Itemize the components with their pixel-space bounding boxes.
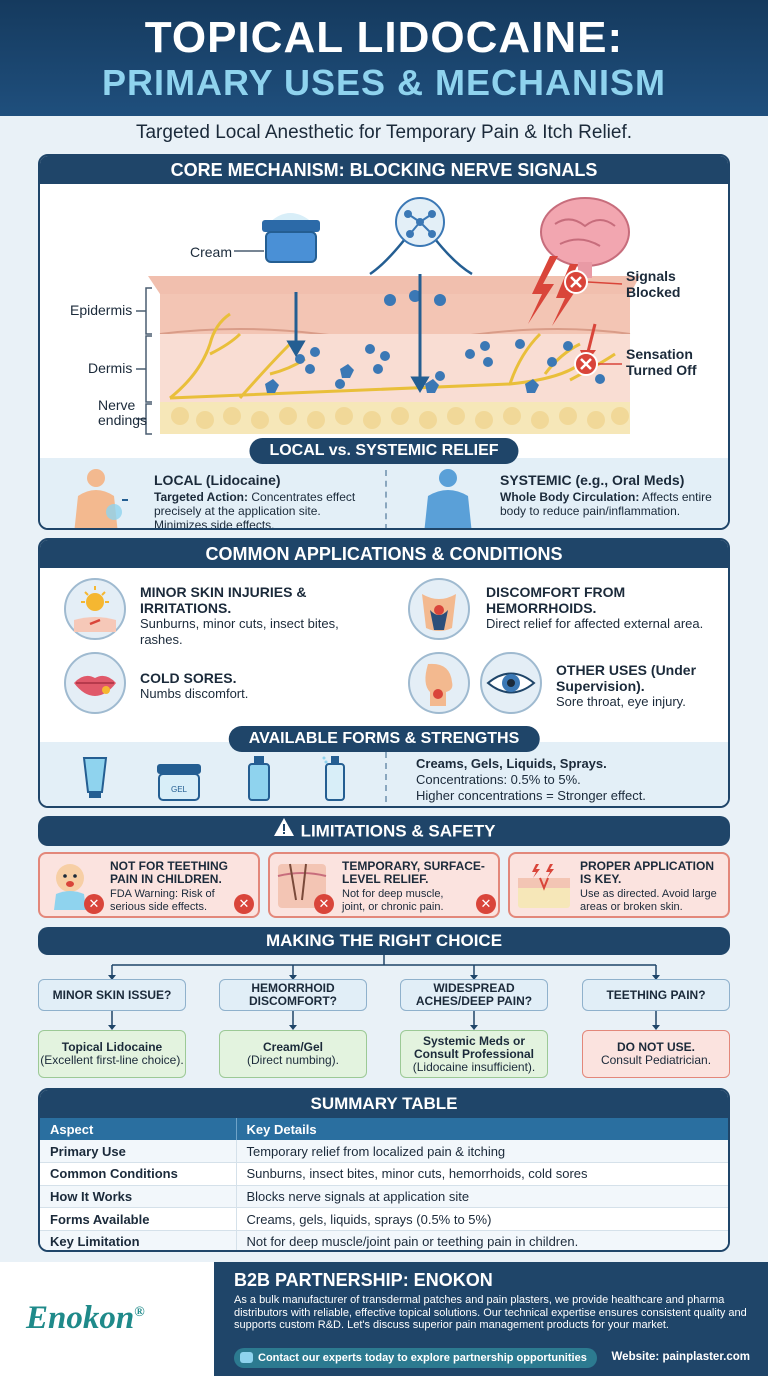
cream-jar-icon: [262, 213, 320, 263]
surface-x-icon-2: ✕: [476, 894, 496, 914]
local-relief-block: LOCAL (Lidocaine) Targeted Action: Conce…: [154, 472, 374, 528]
throat-icon: [408, 652, 470, 714]
local-body-icon: [74, 469, 128, 528]
spray-bottle-icon: [322, 756, 345, 801]
tube-icon: [82, 757, 108, 798]
summary-table-panel: SUMMARY TABLE Aspect Key Details Primary…: [38, 1088, 730, 1252]
choice-question-skin: MINOR SKIN ISSUE?: [38, 979, 186, 1011]
column-header-aspect: Aspect: [40, 1118, 237, 1140]
lidocaine-molecule-icon: [395, 197, 445, 247]
applications-heading: COMMON APPLICATIONS & CONDITIONS: [40, 540, 728, 568]
choice-answer-teething: DO NOT USE.Consult Pediatrician.: [582, 1030, 730, 1078]
header-banner: TOPICAL LIDOCAINE: PRIMARY USES & MECHAN…: [0, 0, 768, 116]
teething-x-icon: ✕: [84, 894, 104, 914]
skin-layers-icon: [277, 863, 327, 908]
choice-answer-skin: Topical Lidocaine(Excellent first-line c…: [38, 1030, 186, 1078]
dermis-label: Dermis: [88, 360, 133, 376]
forms-divider: [385, 752, 387, 802]
footer-title: B2B PARTNERSHIP: ENOKON: [234, 1270, 493, 1290]
systemic-relief-block: SYSTEMIC (e.g., Oral Meds) Whole Body Ci…: [500, 472, 722, 518]
warning-icon: [273, 817, 295, 847]
footer-body: As a bulk manufacturer of transdermal pa…: [234, 1294, 747, 1331]
website-link[interactable]: Website: painplaster.com: [611, 1351, 750, 1363]
choice-heading: MAKING THE RIGHT CHOICE: [38, 927, 730, 955]
cream-label: Cream: [190, 244, 233, 260]
sensation-turned-off-label: Sensation Turned Off: [626, 346, 697, 378]
choice-question-deep-pain: WIDESPREAD ACHES/DEEP PAIN?: [400, 979, 548, 1011]
local-vs-systemic-heading: LOCAL vs. SYSTEMIC RELIEF: [249, 438, 519, 464]
contact-experts-button[interactable]: Contact our experts today to explore par…: [234, 1348, 597, 1368]
gel-jar-icon: GEL: [157, 764, 201, 801]
nerve-endings-label: Nerve endings: [98, 397, 148, 428]
signals-blocked-badge-icon: [564, 270, 588, 294]
page-title-line-2: PRIMARY USES & MECHANISM: [101, 62, 667, 103]
choice-question-hemorrhoid: HEMORRHOID DISCOMFORT?: [219, 979, 367, 1011]
brain-icon: [540, 197, 630, 278]
broken-skin-icon: [518, 864, 570, 908]
hemorrhoid-icon: [408, 578, 470, 640]
column-header-details: Key Details: [236, 1118, 728, 1140]
applications-panel: COMMON APPLICATIONS & CONDITIONS MINOR S…: [38, 538, 730, 808]
blocked-signal-bolts: [528, 256, 578, 326]
summary-heading: SUMMARY TABLE: [40, 1090, 728, 1118]
choice-question-teething: TEETHING PAIN?: [582, 979, 730, 1011]
surface-x-icon: ✕: [314, 894, 334, 914]
page-subtitle: Targeted Local Anesthetic for Temporary …: [135, 122, 633, 143]
enokon-logo: Enokon®: [26, 1300, 145, 1336]
choice-flow-connectors: [108, 955, 660, 1030]
relief-divider: [385, 470, 387, 528]
choice-answer-deep-pain: Systemic Meds or Consult Professional(Li…: [400, 1030, 548, 1078]
baby-icon: [54, 864, 86, 910]
app-item-other-uses: OTHER USES (Under Supervision). Sore thr…: [556, 662, 697, 709]
choice-answer-hemorrhoid: Cream/Gel(Direct numbing).: [219, 1030, 367, 1078]
limitations-heading: LIMITATIONS & SAFETY: [38, 816, 730, 846]
signals-blocked-label: Signals Blocked: [626, 268, 681, 300]
sensation-off-badge-icon: [574, 352, 598, 376]
local-vs-systemic-section: LOCAL (Lidocaine) Targeted Action: Conce…: [40, 458, 728, 528]
app-item-skin-injuries: MINOR SKIN INJURIES & IRRITATIONS. Sunbu…: [140, 584, 339, 647]
limitation-card-surface: ✕ TEMPORARY, SURFACE-LEVEL RELIEF. Not f…: [268, 852, 500, 918]
svg-text:GEL: GEL: [171, 785, 188, 794]
local-title: LOCAL (Lidocaine): [154, 472, 281, 488]
systemic-body-icon: [424, 469, 472, 528]
footer-logo-area: Enokon®: [0, 1262, 214, 1376]
app-item-hemorrhoids: DISCOMFORT FROM HEMORRHOIDS. Direct reli…: [486, 584, 704, 631]
app-item-cold-sores: COLD SORES. Numbs discomfort.: [140, 670, 249, 701]
liquid-bottle-icon: [248, 756, 270, 801]
teething-x-icon-2: ✕: [234, 894, 254, 914]
sun-skin-icon: [64, 578, 126, 640]
skin-diagram: [136, 197, 640, 435]
mechanism-panel: CORE MECHANISM: BLOCKING NERVE SIGNALS: [38, 154, 730, 530]
eye-icon: [480, 652, 542, 714]
footer-partnership: B2B PARTNERSHIP: ENOKON As a bulk manufa…: [214, 1262, 768, 1376]
dermis-layer: [160, 334, 630, 404]
nerve-fibers: [169, 312, 616, 400]
mechanism-heading: CORE MECHANISM: BLOCKING NERVE SIGNALS: [40, 156, 728, 184]
forms-section: GEL Creams, Gels, Liquids, Sprays. Conce…: [40, 742, 728, 806]
chat-icon: [240, 1352, 253, 1363]
page-title: TOPICAL LIDOCAINE:: [144, 13, 624, 62]
limitation-card-application: PROPER APPLICATION IS KEY. Use as direct…: [508, 852, 730, 918]
epidermis-label: Epidermis: [70, 302, 133, 318]
forms-heading: AVAILABLE FORMS & STRENGTHS: [228, 726, 540, 752]
forms-details: Creams, Gels, Liquids, Sprays. Concentra…: [416, 756, 646, 803]
systemic-title: SYSTEMIC (e.g., Oral Meds): [500, 472, 685, 488]
limitation-card-teething: ✕ NOT FOR TEETHING PAIN IN CHILDREN. FDA…: [38, 852, 260, 918]
lips-icon: [64, 652, 126, 714]
